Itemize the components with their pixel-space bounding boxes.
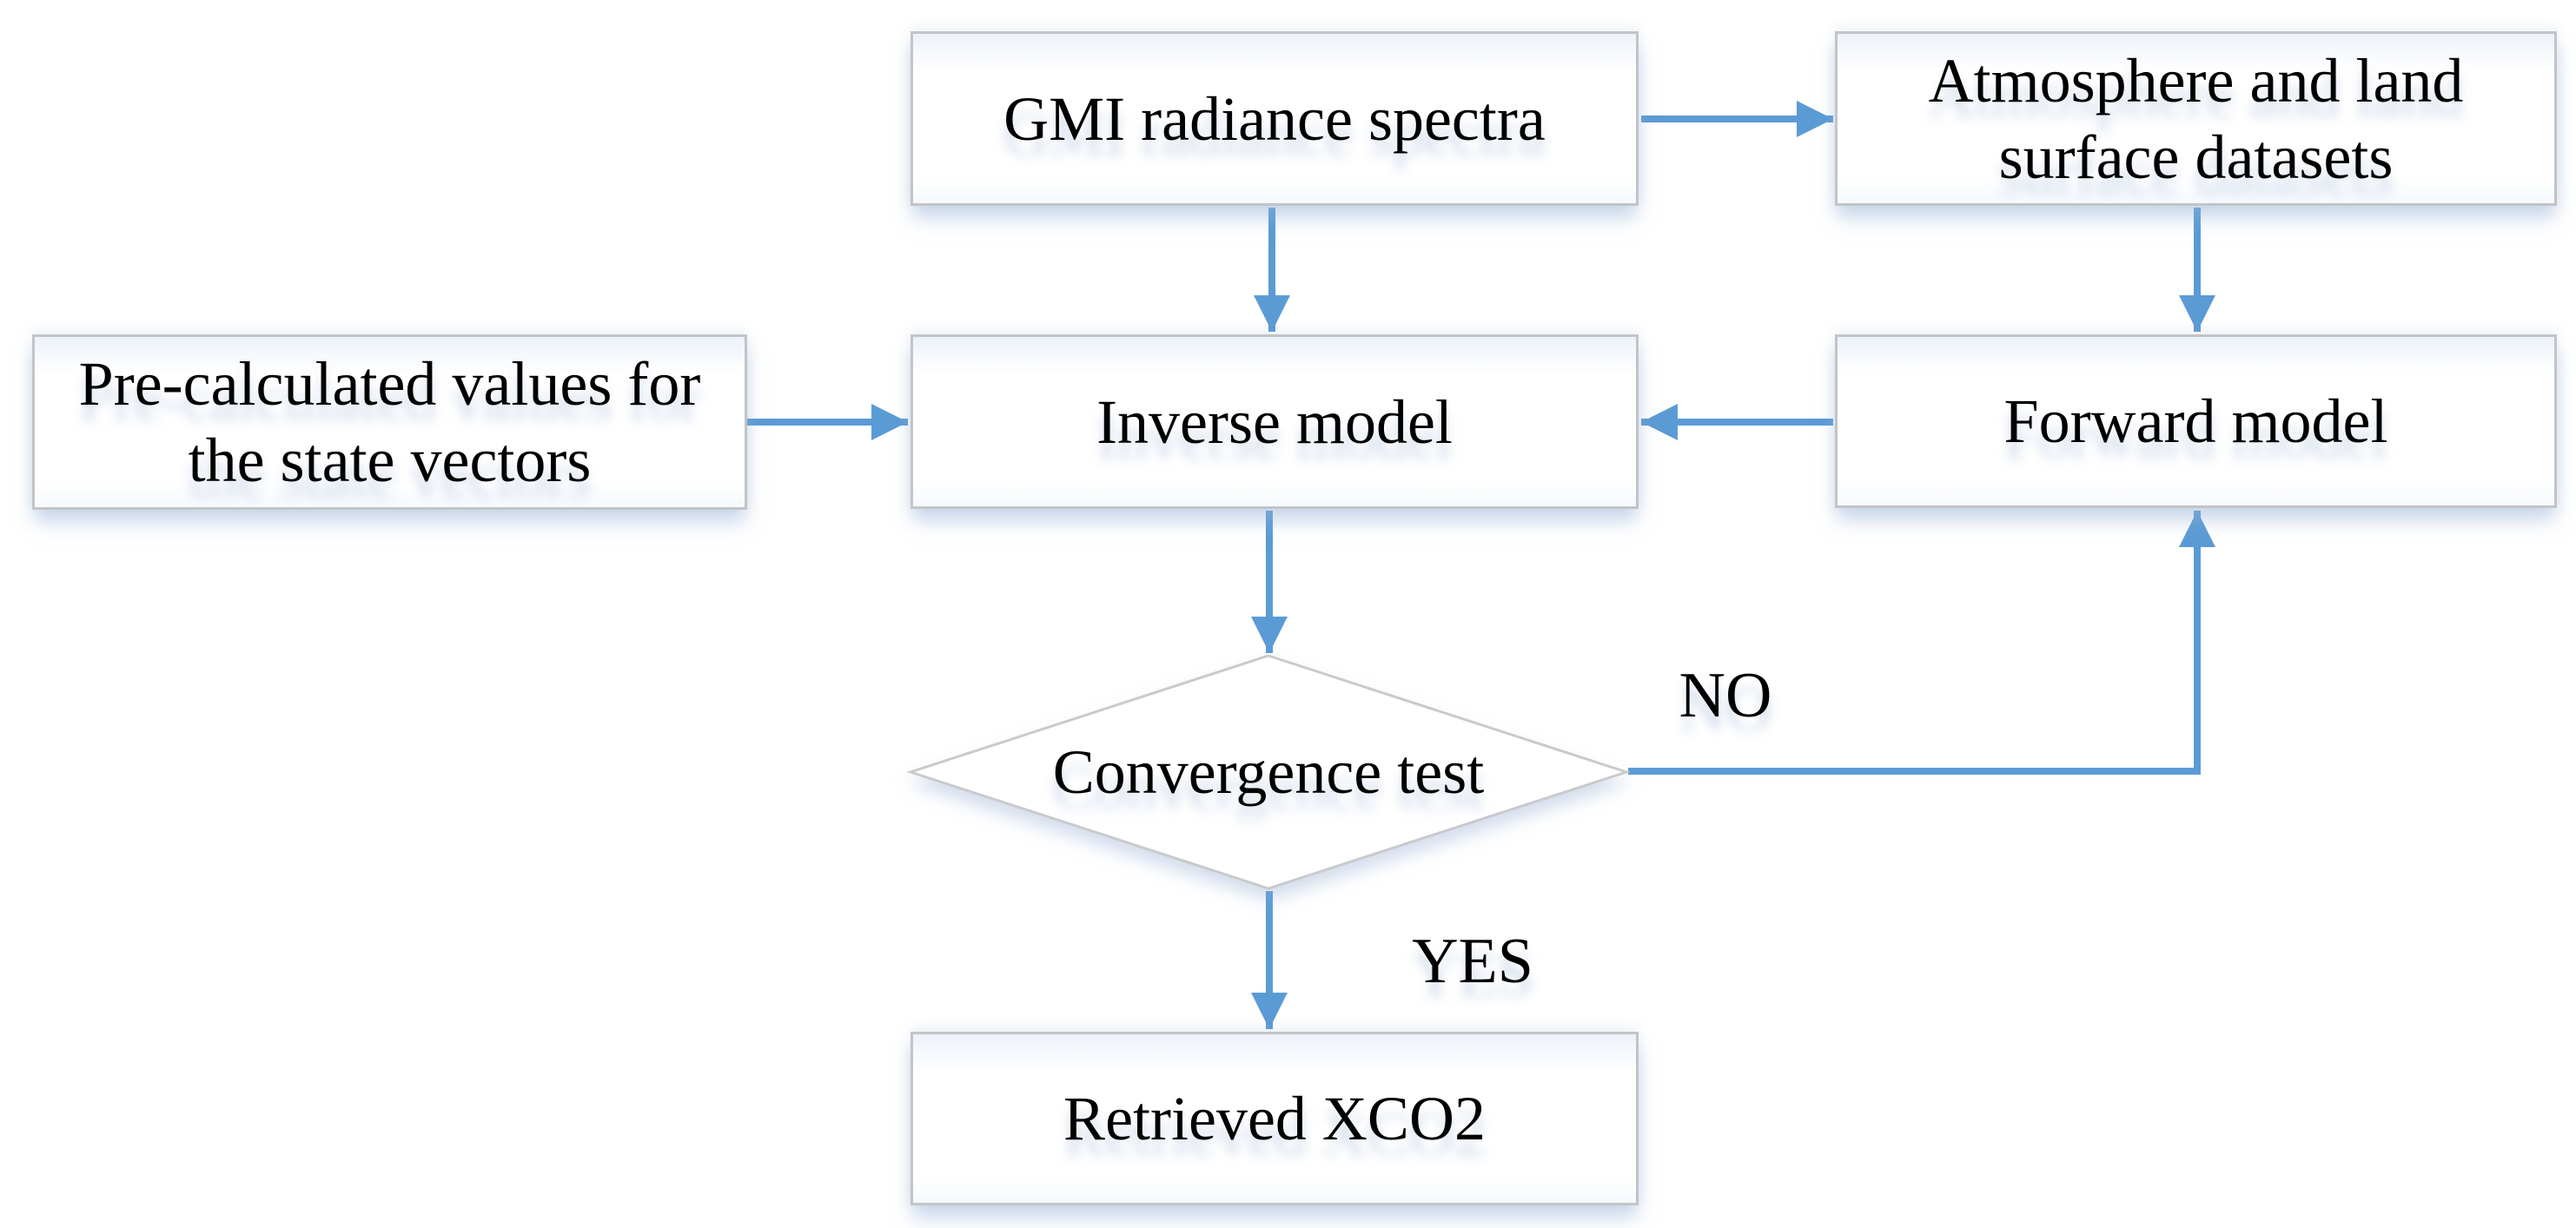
- arrow-convergence-to-forward-no-loop: [1628, 511, 2215, 775]
- node-retrieved-label: Retrieved XCO2: [1063, 1084, 1486, 1153]
- node-gmi-radiance-spectra: GMI radiance spectra: [911, 31, 1639, 206]
- node-atmosphere-label: Atmosphere and land surface datasets: [1928, 45, 2464, 192]
- edge-label-yes: YES: [1412, 926, 1533, 997]
- convergence-test-diamond: [906, 654, 1631, 890]
- node-inverse-label: Inverse model: [1096, 386, 1453, 457]
- node-forward-model: Forward model: [1835, 334, 2557, 508]
- node-forward-label: Forward model: [2003, 386, 2388, 456]
- node-precalc-label: Pre-calculated values for the state vect…: [78, 349, 701, 495]
- node-atmosphere-land-datasets: Atmosphere and land surface datasets: [1835, 31, 2557, 206]
- node-inverse-model: Inverse model: [911, 334, 1639, 509]
- node-convergence-label: Convergence test: [1052, 737, 1485, 807]
- node-convergence-test: Convergence test: [911, 656, 1626, 888]
- node-gmi-label: GMI radiance spectra: [1003, 83, 1546, 154]
- node-precalculated-values: Pre-calculated values for the state vect…: [32, 334, 747, 510]
- node-retrieved-xco2: Retrieved XCO2: [911, 1032, 1639, 1205]
- edge-label-no: NO: [1679, 660, 1772, 731]
